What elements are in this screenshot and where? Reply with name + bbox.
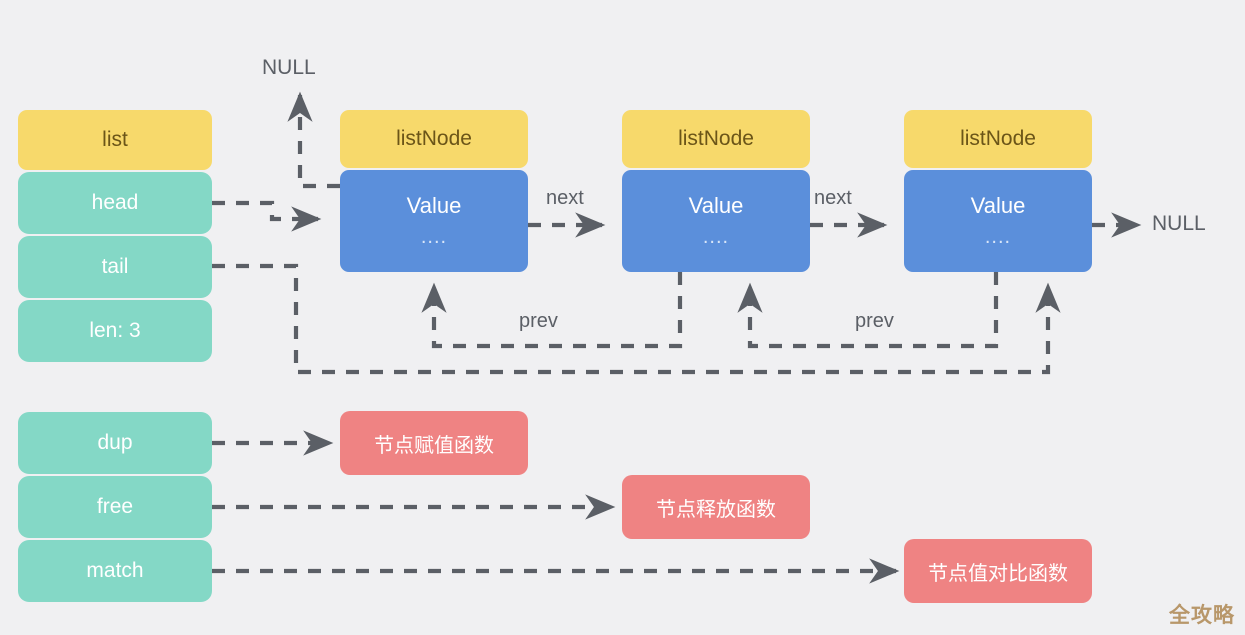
- node-1-value-label: Value: [406, 193, 462, 218]
- wire-head-to-node1: [212, 200, 322, 232]
- wire-node1-prev-null: [287, 91, 340, 189]
- node-3-value-label: Value: [970, 193, 1026, 218]
- node-1-value[interactable]: Value ....: [340, 170, 528, 272]
- edge-label-prev-2: prev: [855, 310, 894, 332]
- node-1-value-dots: ....: [420, 226, 448, 248]
- node-3-value-dots: ....: [984, 226, 1012, 248]
- wire-prev-node3-node2: [737, 272, 999, 349]
- list-field-match[interactable]: match: [18, 540, 212, 602]
- node-2-value-dots: ....: [702, 226, 730, 248]
- wire-prev-node2-node1: [421, 272, 683, 349]
- node-2-value-label: Value: [688, 193, 744, 218]
- list-field-tail[interactable]: tail: [18, 236, 212, 298]
- node-3-header: listNode: [904, 110, 1092, 168]
- node-3-value[interactable]: Value ....: [904, 170, 1092, 272]
- node-2-value[interactable]: Value ....: [622, 170, 810, 272]
- list-field-head[interactable]: head: [18, 172, 212, 234]
- edge-label-next-2: next: [814, 187, 852, 209]
- null-label-top: NULL: [262, 56, 316, 79]
- watermark-label: 全攻略: [1169, 603, 1235, 627]
- edge-label-next-1: next: [546, 187, 584, 209]
- list-field-free[interactable]: free: [18, 476, 212, 538]
- wire-tail-to-node3: [212, 263, 1061, 375]
- node-2-header: listNode: [622, 110, 810, 168]
- callback-box-match[interactable]: 节点值对比函数: [904, 539, 1092, 603]
- callback-box-dup[interactable]: 节点赋值函数: [340, 411, 528, 475]
- node-1-header: listNode: [340, 110, 528, 168]
- list-field-dup[interactable]: dup: [18, 412, 212, 474]
- edge-label-prev-1: prev: [519, 310, 558, 332]
- list-struct-header: list: [18, 110, 212, 170]
- null-label-right: NULL: [1152, 212, 1206, 235]
- list-field-len[interactable]: len: 3: [18, 300, 212, 362]
- callback-box-free[interactable]: 节点释放函数: [622, 475, 810, 539]
